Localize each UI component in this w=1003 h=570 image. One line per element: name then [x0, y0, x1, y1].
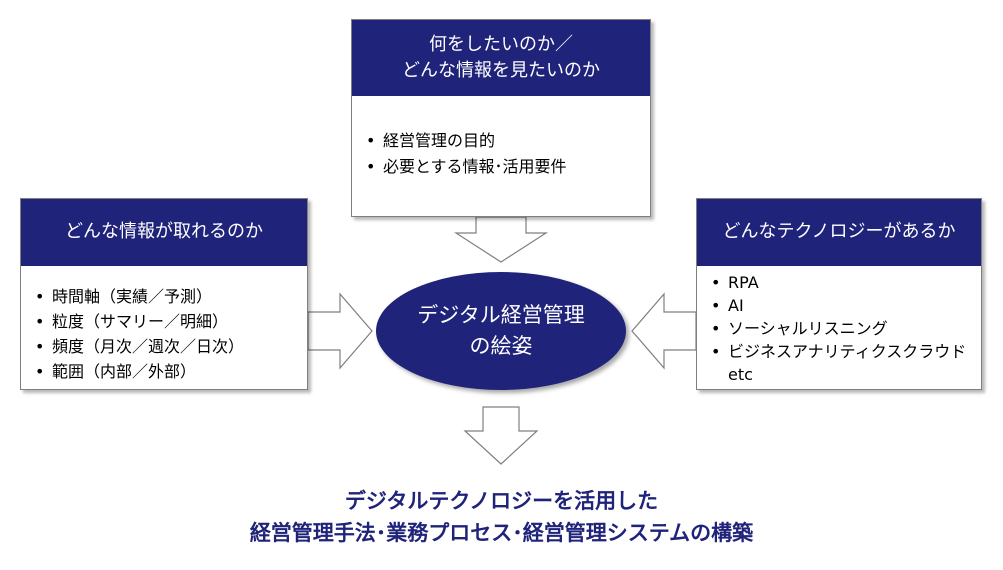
right-box-body: RPA AI ソーシャルリスニング ビジネスアナリティクスクラウド etc: [697, 266, 981, 386]
top-box-what-to-do: 何をしたいのか／ どんな情報を見たいのか 経営管理の目的 必要とする情報･活用要…: [351, 19, 651, 217]
top-box-item: 必要とする情報･活用要件: [366, 154, 650, 180]
conclusion-line1: デジタルテクノロジーを活用した: [344, 489, 659, 513]
left-box-item: 頻度（月次／週次／日次）: [35, 334, 307, 359]
top-box-item: 経営管理の目的: [366, 128, 650, 154]
left-arrow-right: [631, 292, 697, 370]
down-arrow-bottom: [463, 406, 539, 465]
left-box-body: 時間軸（実績／予測） 粒度（サマリー／明細） 頻度（月次／週次／日次） 範囲（内…: [21, 266, 307, 384]
right-box-item: ソーシャルリスニング: [711, 317, 981, 340]
center-line1: デジタル経営管理: [417, 303, 585, 327]
conclusion-text: デジタルテクノロジーを活用した 経営管理手法･業務プロセス･経営管理システムの構…: [0, 485, 1003, 549]
right-box-item: AI: [711, 294, 981, 317]
center-ellipse-digital-management: デジタル経営管理 の絵姿: [376, 272, 626, 390]
right-arrow-left: [307, 292, 373, 370]
right-box-item: RPA: [711, 271, 981, 294]
top-box-header-line2: どんな情報を見たいのか: [402, 60, 600, 81]
right-box-etc: etc: [728, 365, 753, 384]
left-box-item: 粒度（サマリー／明細）: [35, 309, 307, 334]
top-box-body: 経営管理の目的 必要とする情報･活用要件: [352, 96, 650, 180]
right-box-technologies: どんなテクノロジーがあるか RPA AI ソーシャルリスニング ビジネスアナリテ…: [696, 198, 982, 390]
left-box-header: どんな情報が取れるのか: [21, 199, 307, 266]
top-box-header-line1: 何をしたいのか／: [429, 33, 573, 55]
left-box-item: 範囲（内部／外部）: [35, 359, 307, 384]
top-box-header: 何をしたいのか／ どんな情報を見たいのか: [352, 20, 650, 96]
conclusion-line2: 経営管理手法･業務プロセス･経営管理システムの構築: [249, 521, 754, 545]
down-arrow-top: [453, 216, 549, 263]
right-box-header: どんなテクノロジーがあるか: [697, 199, 981, 266]
right-box-item: ビジネスアナリティクスクラウド: [711, 340, 981, 363]
left-box-item: 時間軸（実績／予測）: [35, 284, 307, 309]
center-line2: の絵姿: [469, 334, 533, 358]
left-box-available-info: どんな情報が取れるのか 時間軸（実績／予測） 粒度（サマリー／明細） 頻度（月次…: [20, 198, 308, 390]
